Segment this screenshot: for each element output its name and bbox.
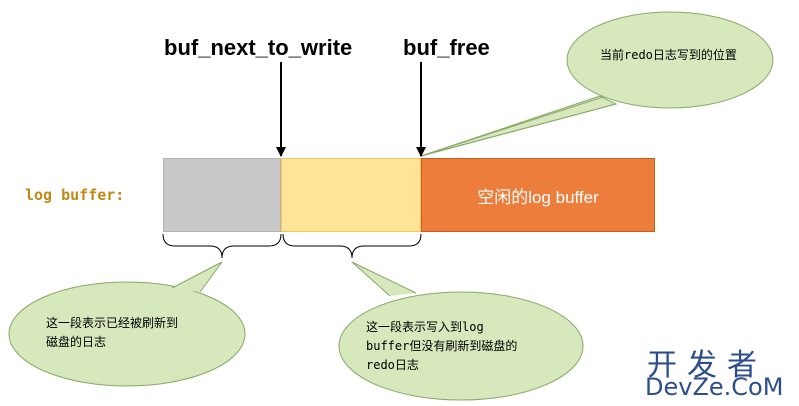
- callout-current-position-text: 当前redo日志写到的位置: [600, 48, 737, 62]
- segment-free-label: 空闲的log buffer: [477, 187, 599, 207]
- callout-unflushed-line: redo日志: [366, 358, 419, 372]
- log-buffer-label: log buffer:: [25, 186, 125, 204]
- callout-unflushed-text: 这一段表示写入到log buffer但没有刷新到磁盘的 redo日志: [366, 318, 517, 375]
- callout-unflushed-line: buffer但没有刷新到磁盘的: [366, 339, 518, 353]
- bracket-flushed: [162, 233, 282, 259]
- pointer-label-buf-next-to-write: buf_next_to_write: [164, 35, 353, 60]
- segment-free: 空闲的log buffer: [421, 158, 655, 232]
- callout-current-position: [420, 11, 774, 157]
- pointer-label-buf-free: buf_free: [403, 35, 490, 60]
- segment-flushed: [163, 158, 281, 232]
- callout-unflushed: [338, 261, 584, 401]
- callout-unflushed-line: 这一段表示写入到log: [366, 320, 484, 334]
- bracket-unflushed: [282, 233, 422, 259]
- callout-flushed-text: 这一段表示已经被刷新到 磁盘的日志: [46, 314, 178, 352]
- callout-flushed-line: 这一段表示已经被刷新到: [46, 316, 179, 330]
- callout-flushed: [8, 261, 246, 387]
- callout-flushed-line: 磁盘的日志: [46, 335, 107, 349]
- segment-unflushed: [281, 158, 421, 232]
- watermark-line2: DevZe.CoM: [645, 373, 784, 401]
- watermark-line1: 开发者: [647, 348, 767, 383]
